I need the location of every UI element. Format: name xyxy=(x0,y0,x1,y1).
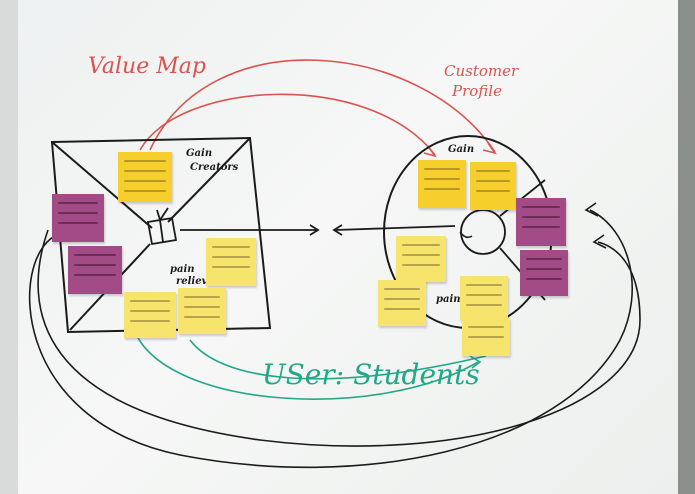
red-arc-outer xyxy=(149,59,496,153)
whiteboard xyxy=(18,0,678,494)
sticky-note-pain-reliever-3 xyxy=(178,288,226,334)
sticky-note-pain-1 xyxy=(396,236,446,282)
green-arrow-2 xyxy=(189,339,487,380)
sticky-note-purple-1 xyxy=(52,194,104,242)
pains-label: pain xyxy=(436,294,461,305)
pain-relievers-label-line1: pain xyxy=(170,264,195,275)
fit-arrow-right xyxy=(180,224,320,236)
pain-relievers-label-line2: relievers xyxy=(176,276,225,287)
sticky-note-purple-4 xyxy=(520,250,568,296)
sticky-note-gain-2 xyxy=(470,162,516,210)
customer-head xyxy=(460,209,506,255)
value-map-square xyxy=(50,136,272,334)
gains-label: Gain xyxy=(448,144,475,155)
gift-box xyxy=(146,207,178,246)
sticky-note-gain-creator xyxy=(118,152,172,202)
customer-profile-title-line1: Customer xyxy=(444,62,519,80)
loop-arrow-left xyxy=(28,209,633,469)
fit-arrow-left xyxy=(332,224,456,236)
customer-profile-title-line2: Profile xyxy=(452,82,502,100)
whiteboard-frame xyxy=(678,0,695,494)
sticky-note-pain-reliever-2 xyxy=(124,292,176,338)
wall-left xyxy=(0,0,18,494)
sticky-note-pain-3 xyxy=(460,276,508,320)
sticky-note-pain-reliever-1 xyxy=(206,238,256,286)
sticky-note-purple-2 xyxy=(68,246,122,294)
gain-creators-label-line2: Creators xyxy=(190,162,239,173)
value-map-diagonal-1 xyxy=(51,141,153,229)
sticky-note-pain-4 xyxy=(462,318,510,356)
sticky-note-purple-3 xyxy=(516,198,566,246)
gain-creators-label-line1: Gain xyxy=(186,148,213,159)
value-map-diagonal-2 xyxy=(167,137,251,223)
sticky-note-gain-1 xyxy=(418,160,466,208)
loop-arrow-right xyxy=(37,229,641,447)
value-map-title: Value Map xyxy=(88,54,206,79)
user-label: USer: Students xyxy=(262,358,480,391)
green-arrow-1 xyxy=(134,331,479,400)
sticky-note-pain-2 xyxy=(378,280,426,326)
red-arc-inner xyxy=(139,93,436,156)
